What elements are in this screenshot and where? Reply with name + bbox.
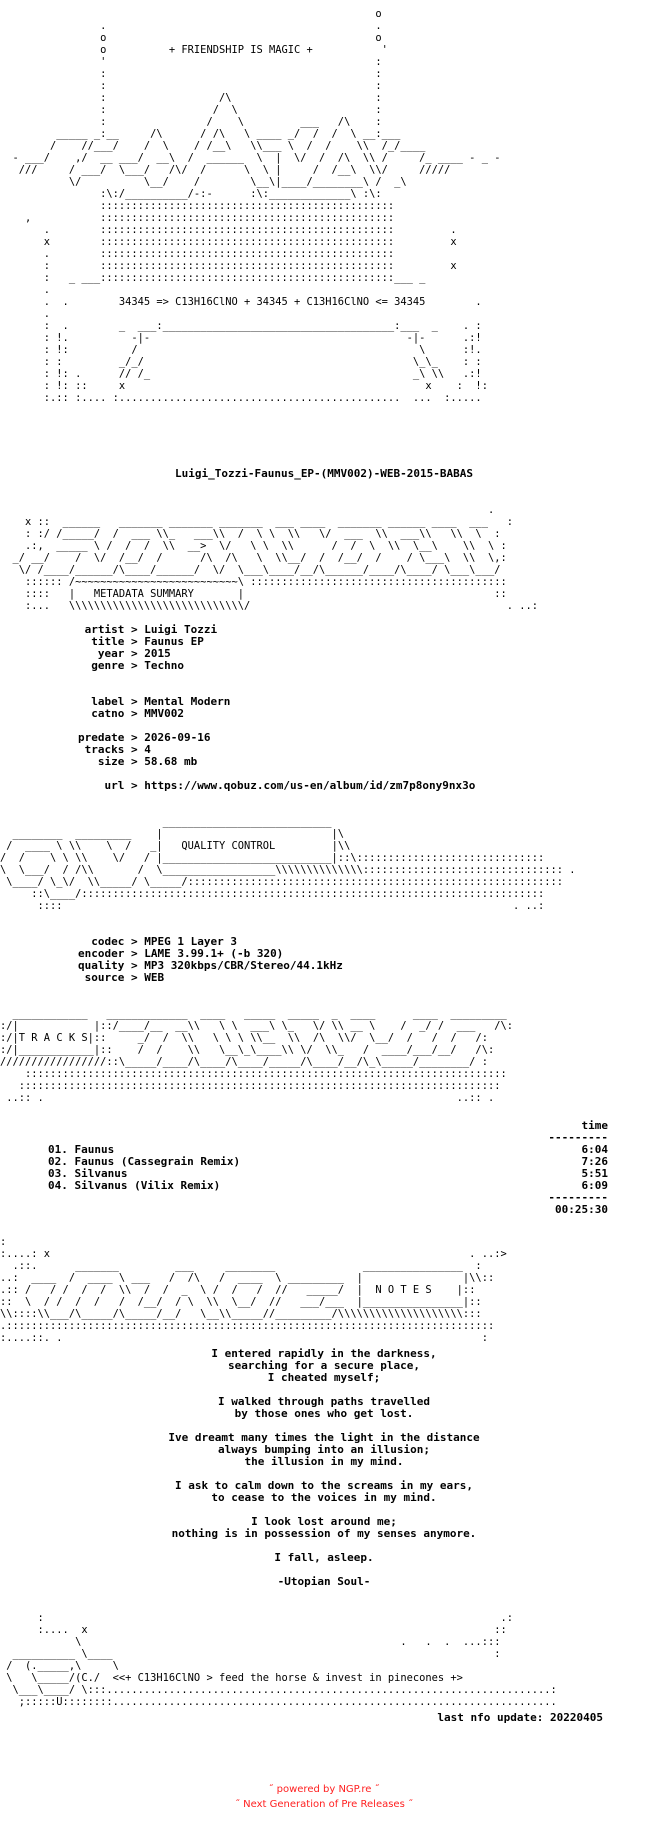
catno-value: MMV002 — [144, 707, 184, 720]
size-label: size — [97, 755, 125, 768]
tracks-section-label: T R A C K S — [18, 1032, 88, 1044]
encoder-label: encoder — [78, 947, 125, 960]
notes-line-20: -Utopian Soul- — [277, 1575, 371, 1588]
release-name: Luigi_Tozzi-Faunus_EP-(MMV002)-WEB-2015-… — [174, 467, 473, 480]
codec-label: codec — [91, 935, 125, 948]
tracks-label: tracks — [84, 743, 125, 756]
notes-line-8: Ive dreamt many times the light in the d… — [168, 1431, 480, 1444]
metadata-header-art: . x :: ______ _______ _______ _______ __… — [12, 504, 539, 612]
encoder-value: LAME 3.99.1+ (-b 320) — [144, 947, 284, 960]
banner-title: + FRIENDSHIP IS MAGIC + — [168, 44, 313, 56]
predate-value: 2026-09-16 — [144, 731, 211, 744]
quality-fields: codec > MPEG 1 Layer 3 encoder > LAME 3.… — [78, 935, 343, 984]
metadata-fields: artist > Luigi Tozzi title > Faunus EP y… — [78, 623, 476, 792]
notes-section-label: N O T E S — [375, 1284, 432, 1296]
total-time: --------- 00:25:30 — [548, 1191, 608, 1216]
track-time-1: 6:04 — [581, 1143, 609, 1156]
artist-value: Luigi Tozzi — [144, 623, 218, 636]
track-row-4: 04. Silvanus (Vilix Remix)6:09 — [48, 1179, 609, 1192]
predate-label: predate — [78, 731, 125, 744]
quality-header-art: ___________________________ ________ ___… — [0, 816, 576, 912]
source-value: WEB — [144, 971, 165, 984]
quality-section-label: QUALITY CONTROL — [181, 840, 276, 852]
title-value: Faunus EP — [144, 635, 204, 648]
metadata-section-label: METADATA SUMMARY — [93, 588, 194, 600]
outro-tagline: <<+ C13H16ClNO > feed the horse & invest… — [112, 1672, 463, 1684]
notes-line-9: always bumping into an illusion; — [218, 1443, 430, 1456]
artist-label: artist — [84, 623, 125, 636]
notes-line-12: I ask to calm down to the screams in my … — [174, 1479, 473, 1492]
time-header: time --------- — [548, 1119, 608, 1144]
nfo-document: o . . o o o + FRIENDSHIP IS MAGIC + ' — [0, 8, 648, 1724]
notes-line-3: I cheated myself; — [267, 1371, 381, 1384]
metadata-section: artist > Luigi Tozzi title > Faunus EP y… — [0, 624, 475, 792]
notes-line-5: I walked through paths travelled — [218, 1395, 430, 1408]
size-value: 58.68 mb — [144, 755, 198, 768]
tracks-header-art: ____________ _____________ ____ _____ __… — [0, 1008, 513, 1104]
codec-value: MPEG 1 Layer 3 — [144, 935, 237, 948]
notes-line-10: the illusion in my mind. — [244, 1455, 404, 1468]
notes-line-15: I look lost around me; — [251, 1515, 397, 1528]
quality-label: quality — [78, 959, 125, 972]
track-time-4: 6:09 — [581, 1179, 609, 1192]
header-art: o . . o o o + FRIENDSHIP IS MAGIC + ' — [12, 8, 501, 404]
notes-line-1: I entered rapidly in the darkness, — [211, 1347, 437, 1360]
year-value: 2015 — [144, 647, 171, 660]
label-label: label — [91, 695, 125, 708]
notes-body: I entered rapidly in the darkness, searc… — [0, 1348, 648, 1588]
notes-line-18: I fall, asleep. — [274, 1551, 374, 1564]
track-time-2: 7:26 — [581, 1155, 609, 1168]
label-value: Mental Modern — [144, 695, 231, 708]
track-row-2: 02. Faunus (Cassegrain Remix)7:26 — [48, 1155, 609, 1168]
notes-line-13: to cease to the voices in my mind. — [211, 1491, 437, 1504]
notes-header-art: : :....: x . ..:> .::. _______ ___ _____… — [0, 1236, 507, 1344]
footer-tagline[interactable]: ˝ Next Generation of Pre Releases ˝ — [235, 1799, 413, 1810]
outro-art: : .: :.... x :: \ — [6, 1612, 557, 1708]
title-label: title — [91, 635, 125, 648]
tracks-value: 4 — [144, 743, 151, 756]
notes-line-16: nothing is in possession of my senses an… — [171, 1527, 477, 1540]
genre-value: Techno — [144, 659, 184, 672]
track-time-3: 5:51 — [581, 1167, 609, 1180]
year-label: year — [97, 647, 125, 660]
url-label: url — [104, 779, 125, 792]
genre-label: genre — [91, 659, 125, 672]
url-value[interactable]: https://www.qobuz.com/us-en/album/id/zm7… — [144, 779, 476, 792]
last-update: last nfo update: 20220405 — [437, 1711, 603, 1724]
source-label: source — [84, 971, 125, 984]
catno-label: catno — [91, 707, 125, 720]
quality-value: MP3 320kbps/CBR/Stereo/44.1kHz — [144, 959, 343, 972]
notes-line-2: searching for a secure place, — [227, 1359, 421, 1372]
formula-line: 34345 => C13H16ClNO + 34345 + C13H16ClNO… — [118, 296, 426, 308]
notes-line-6: by those ones who get lost. — [234, 1407, 414, 1420]
footer-powered-by[interactable]: ˝ powered by NGP.re ˝ — [268, 1784, 380, 1795]
